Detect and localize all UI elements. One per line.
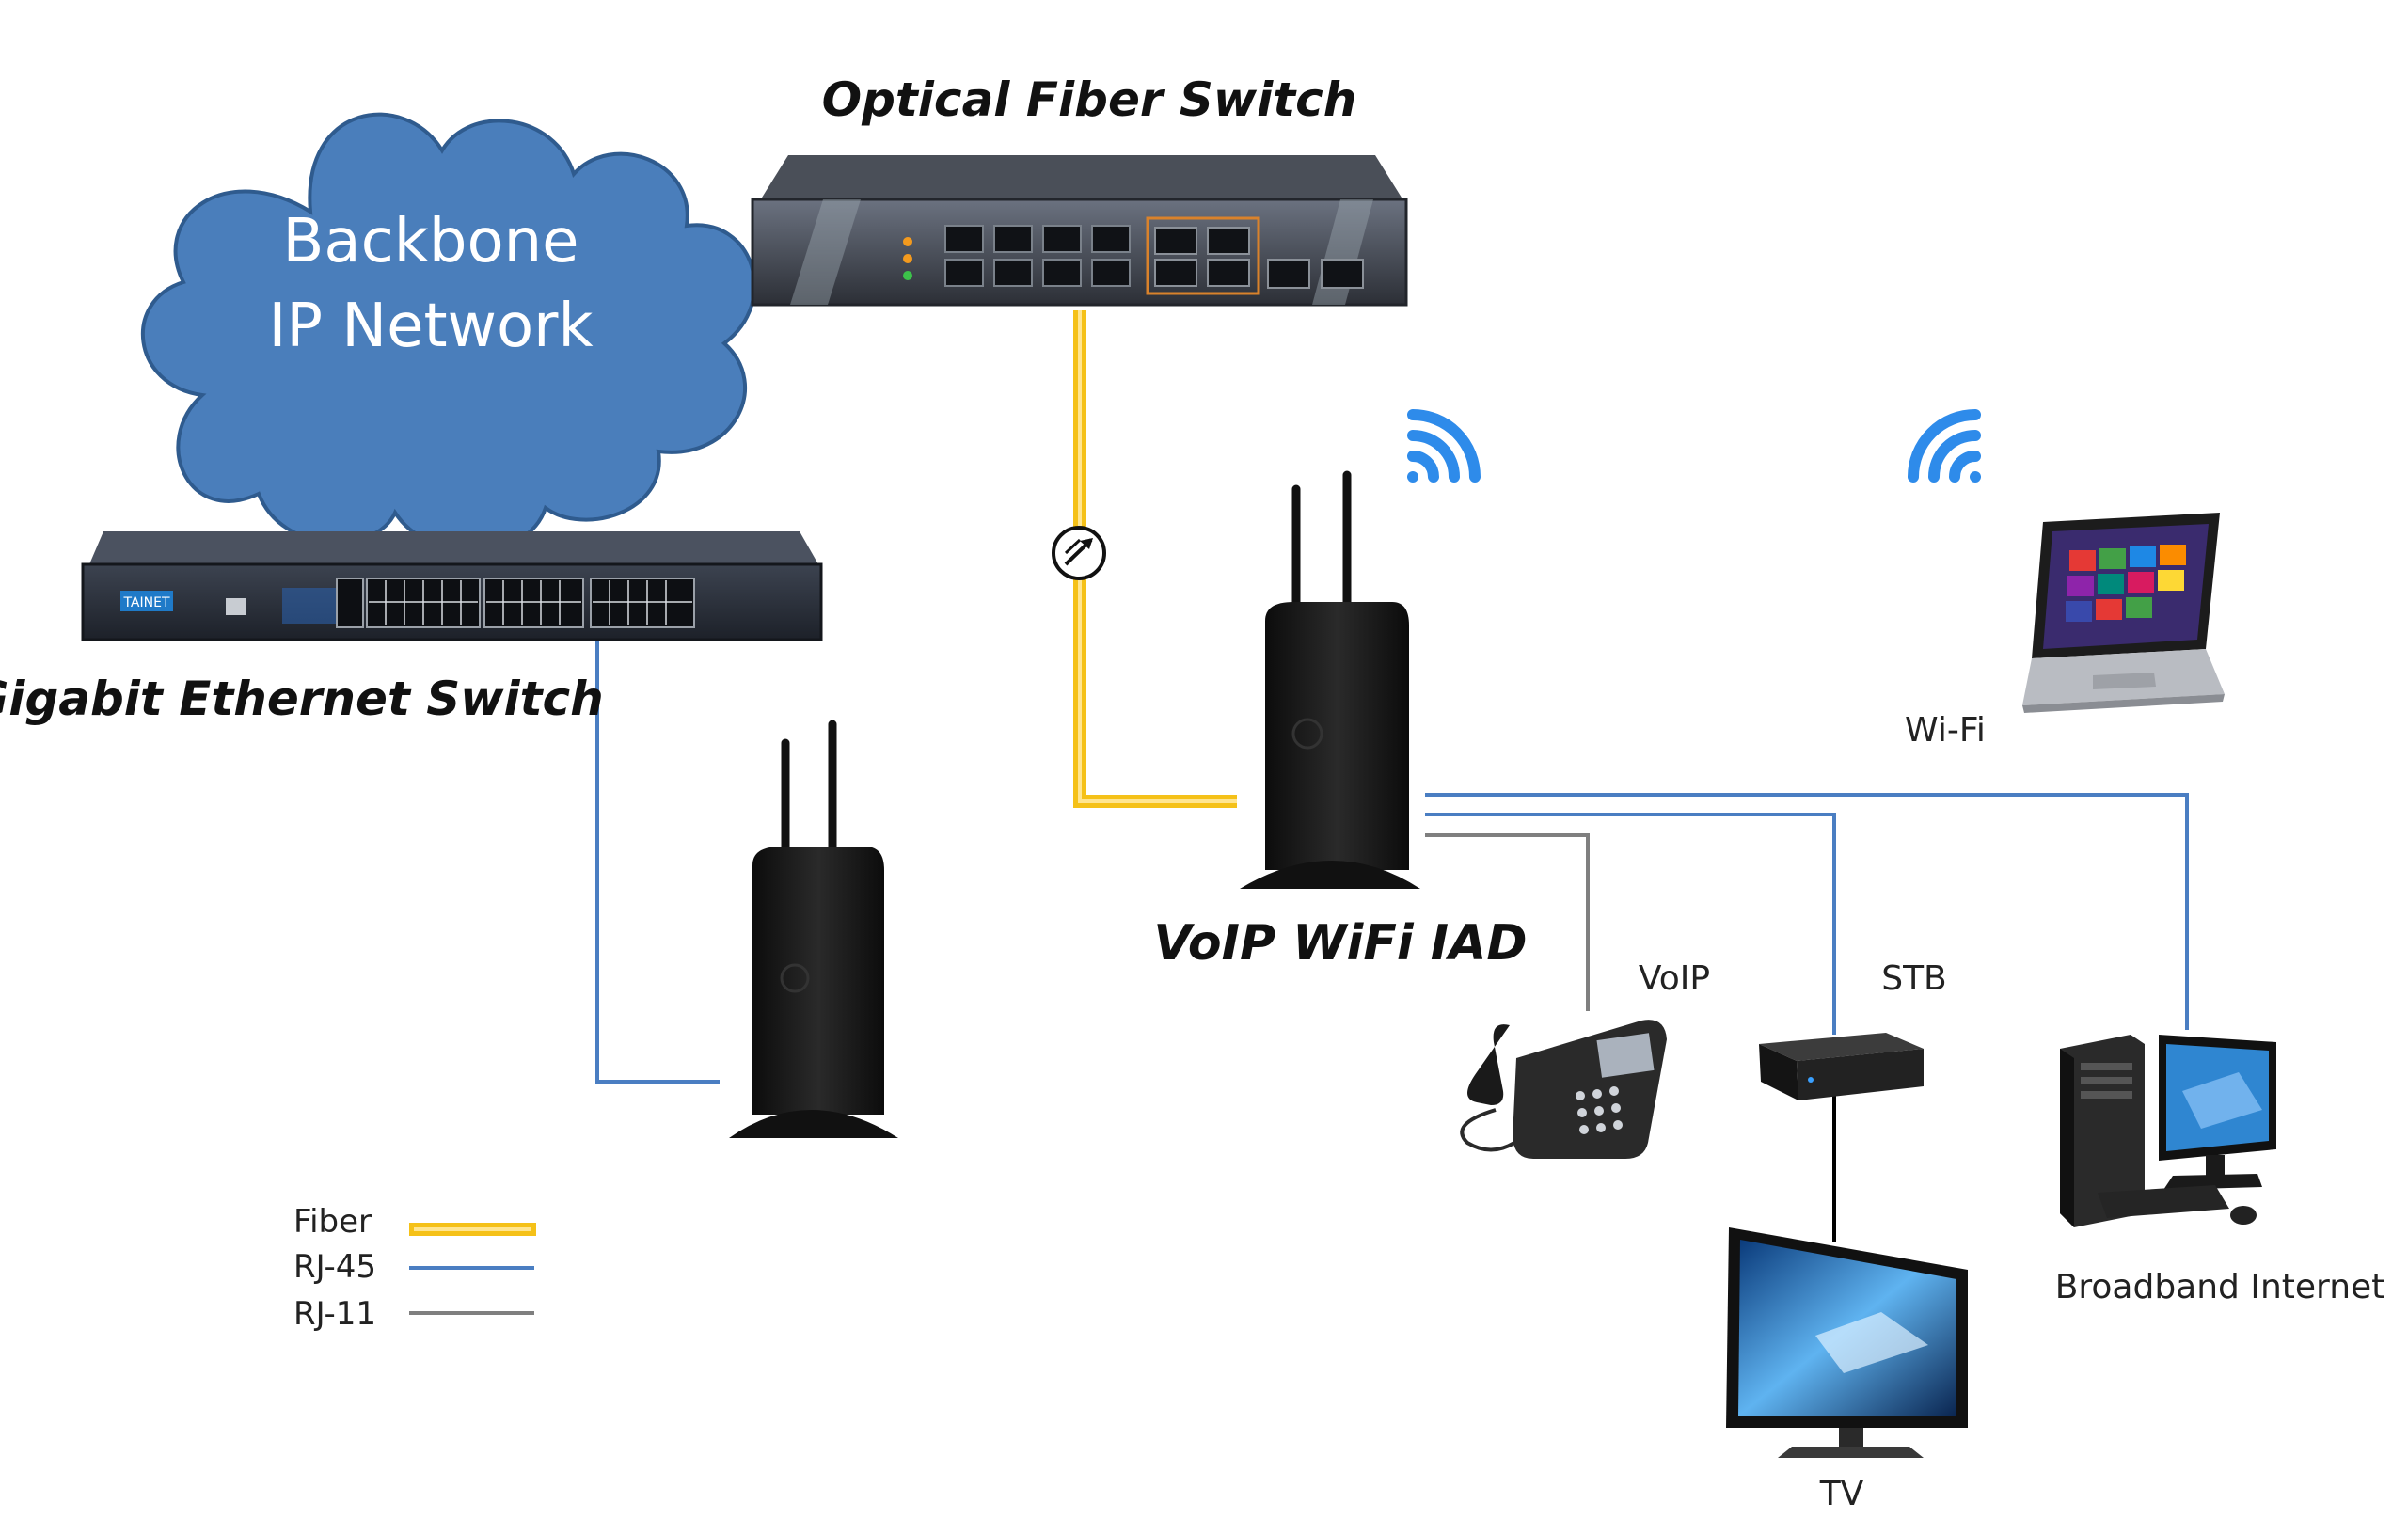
stb-label: STB xyxy=(1881,959,1947,998)
laptop-icon: Wi-Fi xyxy=(1905,513,2225,750)
switch-ports xyxy=(282,578,695,628)
legend-item-rj45: RJ-45 xyxy=(293,1248,534,1286)
rj11-cable xyxy=(1425,833,1590,1011)
tv-icon: TV xyxy=(1726,1227,1968,1513)
legend-rj45-label: RJ-45 xyxy=(293,1248,376,1286)
legend-item-fiber: Fiber xyxy=(293,1203,536,1241)
voip-label: VoIP xyxy=(1639,959,1710,998)
cloud-label-line1: Backbone xyxy=(282,207,578,277)
legend: Fiber RJ-45 RJ-11 xyxy=(293,1203,536,1333)
cloud-label-line2: IP Network xyxy=(268,292,593,361)
legend-item-rj11: RJ-11 xyxy=(293,1295,534,1333)
gigabit-switch-label: Gigabit Ethernet Switch xyxy=(0,672,604,726)
voip-wifi-iad: VoIP WiFi IAD xyxy=(1153,470,1528,972)
fiber-cable-inner xyxy=(1078,310,1237,803)
wifi-device-label: Wi-Fi xyxy=(1905,711,1986,750)
wifi-signal-icon-iad xyxy=(1407,409,1481,483)
fiber-connector-icon xyxy=(1052,526,1106,580)
broadband-label: Broadband Internet xyxy=(2055,1268,2385,1306)
backbone-cloud: Backbone IP Network xyxy=(140,112,757,553)
gigabit-ethernet-switch: TAINET Gigabit Ethernet Switch xyxy=(0,531,823,726)
rj45-cable-pc xyxy=(1425,793,2189,1030)
iad-label: VoIP WiFi IAD xyxy=(1153,915,1527,972)
switch-brand-label: TAINET xyxy=(122,595,169,610)
rj45-cable-stb xyxy=(1425,813,1836,1035)
optical-fiber-switch: Optical Fiber Switch xyxy=(751,72,1408,307)
voip-phone-icon: VoIP xyxy=(1460,959,1710,1159)
left-router xyxy=(729,720,898,1138)
stb-icon: STB xyxy=(1759,959,1947,1100)
wifi-signal-icon-laptop xyxy=(1908,409,1981,483)
desktop-pc-icon: Broadband Internet xyxy=(2055,1035,2385,1306)
optical-switch-label: Optical Fiber Switch xyxy=(822,72,1357,127)
rj45-cable-left xyxy=(595,630,720,1084)
tv-label: TV xyxy=(1819,1475,1864,1513)
legend-fiber-label: Fiber xyxy=(293,1203,372,1241)
legend-rj11-label: RJ-11 xyxy=(293,1295,376,1333)
